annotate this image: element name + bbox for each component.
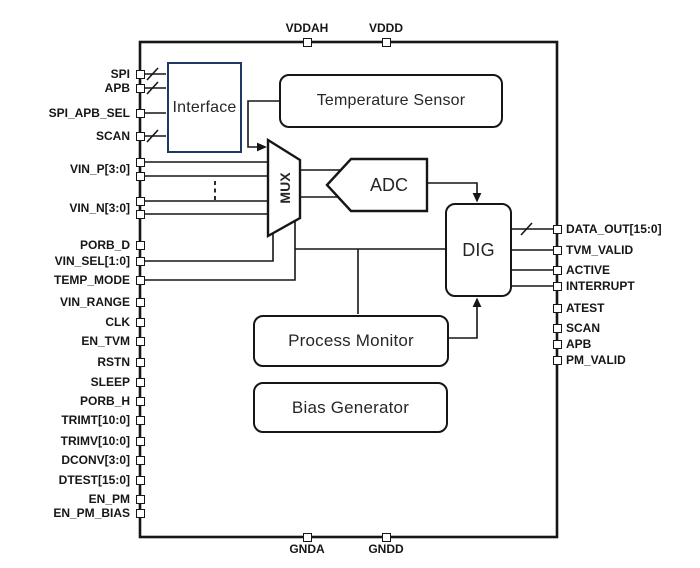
temperature-sensor-label: Temperature Sensor xyxy=(316,92,466,109)
pin-trimv xyxy=(135,436,145,446)
bus-slash-data-out xyxy=(520,222,533,236)
mux-shape xyxy=(266,137,302,239)
pin-label-pm-valid: PM_VALID xyxy=(566,353,626,367)
pin-label-spi: SPI xyxy=(110,67,130,81)
arrow-into-mux xyxy=(257,142,267,152)
pin-label-vin-p: VIN_P[3:0] xyxy=(69,162,130,176)
bus-slash-scan xyxy=(146,129,159,143)
pin-label-active: ACTIVE xyxy=(566,263,611,277)
pin-label-porb-d: PORB_D xyxy=(79,238,130,252)
pin-vin-sel xyxy=(135,256,145,266)
pin-clk xyxy=(135,317,145,327)
pin-gndd xyxy=(381,532,391,542)
pin-temp-mode xyxy=(135,275,145,285)
pin-apb-left xyxy=(135,83,145,93)
pin-label-interrupt: INTERRUPT xyxy=(566,279,635,293)
pin-scan-right xyxy=(552,323,562,333)
bias-generator-label: Bias Generator xyxy=(291,397,410,417)
interface-block: Interface xyxy=(167,62,242,153)
pin-vin-range xyxy=(135,297,145,307)
pin-gnda xyxy=(302,532,312,542)
pin-label-vin-sel: VIN_SEL[1:0] xyxy=(54,254,130,268)
temperature-sensor-block: Temperature Sensor xyxy=(279,74,503,128)
pin-label-dtest: DTEST[15:0] xyxy=(58,473,130,487)
pin-label-gnda: GNDA xyxy=(289,542,325,556)
process-monitor-label: Process Monitor xyxy=(288,331,414,350)
pin-label-apb-right: APB xyxy=(566,337,592,351)
wires xyxy=(140,67,553,339)
pin-label-spi-apb-sel: SPI_APB_SEL xyxy=(48,106,130,120)
pin-active xyxy=(552,265,562,275)
pin-pm-valid xyxy=(552,355,562,365)
pin-label-trimv: TRIMV[10:0] xyxy=(60,434,130,448)
pin-apb-right xyxy=(552,339,562,349)
pin-label-scan-right: SCAN xyxy=(566,321,601,335)
pin-label-sleep: SLEEP xyxy=(90,375,130,389)
interface-label: Interface xyxy=(172,98,237,116)
pin-en-tvm xyxy=(135,336,145,346)
pin-label-atest: ATEST xyxy=(566,301,605,315)
pin-interrupt xyxy=(552,281,562,291)
pin-rstn xyxy=(135,357,145,367)
pin-label-en-pm-bias: EN_PM_BIAS xyxy=(53,506,130,520)
arrow-into-dig-top xyxy=(472,193,482,203)
pin-vddd xyxy=(381,37,391,47)
bus-slash-apb xyxy=(146,81,159,95)
pin-label-vddd: VDDD xyxy=(368,21,403,35)
pin-vin-n-a xyxy=(135,196,145,206)
adc-label-text: ADC xyxy=(369,174,408,195)
pin-label-dconv: DCONV[3:0] xyxy=(61,453,130,467)
bias-generator-block: Bias Generator xyxy=(253,382,448,433)
arrowheads xyxy=(257,142,482,307)
pin-vddah xyxy=(302,37,312,47)
mux-label-text: MUX xyxy=(277,172,293,204)
pin-label-clk: CLK xyxy=(105,315,130,329)
pin-atest xyxy=(552,303,562,313)
pin-porb-h xyxy=(135,396,145,406)
pin-label-en-tvm: EN_TVM xyxy=(81,334,130,348)
pin-dtest xyxy=(135,475,145,485)
pin-spi-apb-sel xyxy=(135,108,145,118)
pin-en-pm-bias xyxy=(135,508,145,518)
adc-shape xyxy=(325,157,429,213)
pin-scan-left xyxy=(135,131,145,141)
pin-tvm-valid xyxy=(552,245,562,255)
mux-label: MUX xyxy=(277,163,293,213)
pin-label-apb-left: APB xyxy=(104,81,130,95)
wire-vin-sel xyxy=(140,233,274,262)
wire-adc-to-dig xyxy=(427,182,478,194)
pin-label-gndd: GNDD xyxy=(368,542,404,556)
pin-sleep xyxy=(135,377,145,387)
pin-porb-d xyxy=(135,240,145,250)
pin-vin-p-b xyxy=(135,171,145,181)
pin-label-tvm-valid: TVM_VALID xyxy=(566,243,634,257)
pin-label-trimt: TRIMT[10:0] xyxy=(61,413,130,427)
pin-label-rstn: RSTN xyxy=(97,355,130,369)
pin-label-vddah: VDDAH xyxy=(285,21,329,35)
pin-label-vin-range: VIN_RANGE xyxy=(59,295,130,309)
bus-slash-spi xyxy=(146,67,159,81)
pin-en-pm xyxy=(135,494,145,504)
pin-label-porb-h: PORB_H xyxy=(79,394,130,408)
pin-dconv xyxy=(135,455,145,465)
dig-label: DIG xyxy=(462,239,495,260)
arrow-into-dig-bottom xyxy=(472,297,482,307)
pin-vin-p-a xyxy=(135,157,145,167)
pin-vin-n-b xyxy=(135,209,145,219)
adc-label: ADC xyxy=(353,174,425,196)
pin-label-data-out: DATA_OUT[15:0] xyxy=(566,222,662,236)
pin-spi xyxy=(135,69,145,79)
pin-label-temp-mode: TEMP_MODE xyxy=(53,273,130,287)
pin-label-vin-n: VIN_N[3:0] xyxy=(69,201,130,215)
wire-temp-mode xyxy=(140,220,296,281)
wire-pm-to-dig xyxy=(449,307,478,339)
pin-trimt xyxy=(135,415,145,425)
pin-data-out xyxy=(552,224,562,234)
wire-tempsensor-to-mux xyxy=(247,100,279,148)
dig-block: DIG xyxy=(445,203,512,297)
process-monitor-block: Process Monitor xyxy=(253,315,449,367)
pin-label-scan-left: SCAN xyxy=(95,129,130,143)
pin-label-en-pm: EN_PM xyxy=(88,492,130,506)
